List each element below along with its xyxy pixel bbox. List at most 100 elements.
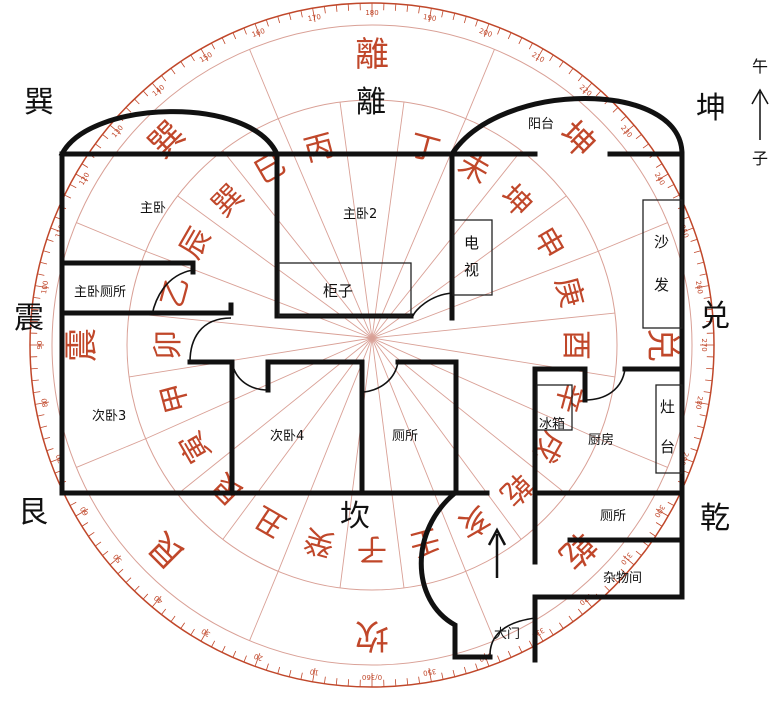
degree-tick	[612, 107, 619, 113]
trigram-label-red: 坤	[551, 114, 603, 166]
degree-tick	[300, 10, 303, 18]
degree-tick	[81, 163, 89, 168]
mountain-label: 辰	[173, 222, 218, 265]
degree-tick	[31, 308, 39, 311]
degree-tick	[672, 194, 680, 199]
legend-north-label: 子	[752, 149, 768, 168]
room-label-master-bedroom-2: 主卧2	[343, 207, 377, 222]
room-label-tv: 视	[464, 261, 479, 279]
mountain-divider-line	[371, 102, 405, 339]
mountain-label: 癸	[300, 521, 338, 563]
door-arc	[363, 361, 399, 393]
degree-tick	[277, 16, 281, 24]
mountain-label: 乾	[493, 466, 539, 512]
degree-tick	[699, 414, 707, 417]
degree-tick	[75, 173, 89, 182]
mountain-label: 申	[526, 222, 571, 265]
mountain-label: 甲	[155, 379, 197, 417]
degree-tick	[43, 250, 51, 254]
degree-tick	[180, 61, 186, 68]
degree-label: 140	[151, 83, 166, 98]
degree-tick	[406, 4, 409, 12]
room-label-master-bedroom: 主卧	[140, 201, 166, 216]
degree-tick	[497, 655, 501, 663]
degree-label: 300	[653, 503, 667, 519]
mountain-divider-line	[129, 337, 373, 378]
degree-tick	[549, 54, 554, 62]
trigram-divider-line	[249, 49, 279, 119]
mountain-label: 亥	[452, 499, 495, 544]
degree-tick	[277, 666, 281, 674]
degree-tick	[180, 622, 186, 629]
degree-tick	[190, 54, 195, 62]
mountain-label: 子	[357, 531, 387, 566]
degree-tick	[577, 75, 583, 82]
degree-tick	[696, 425, 704, 429]
degree-tick	[221, 37, 226, 45]
mountain-divider-line	[371, 312, 615, 339]
degree-label: 120	[78, 171, 92, 187]
degree-tick	[88, 531, 95, 537]
mountain-divider-line	[222, 337, 373, 540]
degree-label: 350	[422, 667, 437, 677]
mountain-divider-line	[339, 102, 373, 339]
degree-tick	[134, 585, 140, 592]
stove-box	[655, 384, 683, 474]
degree-label: 310	[619, 551, 634, 566]
degree-tick	[452, 13, 456, 21]
degree-tick	[35, 401, 50, 405]
trigram-label-red: 兑	[642, 328, 682, 362]
direction-label-xun: 巽	[24, 85, 54, 120]
mountain-divider-line	[371, 337, 467, 572]
degree-tick	[418, 6, 420, 14]
degree-tick	[463, 666, 467, 674]
degree-tick	[642, 541, 649, 547]
mountain-label: 艮	[205, 466, 251, 512]
degree-tick	[254, 653, 261, 667]
room-label-kitchen: 厨房	[588, 432, 614, 448]
degree-tick	[475, 19, 479, 27]
degree-tick	[40, 261, 48, 265]
degree-tick	[699, 273, 707, 276]
sofa-box	[642, 199, 683, 329]
degree-label: 280	[694, 395, 704, 410]
degree-tick	[64, 194, 72, 199]
degree-tick	[694, 401, 709, 405]
degree-tick	[161, 75, 167, 82]
degree-tick	[620, 568, 627, 575]
wall	[187, 359, 459, 496]
degree-tick	[46, 238, 54, 242]
balcony-arch-right	[448, 96, 685, 158]
degree-tick	[46, 448, 54, 452]
degree-tick	[232, 650, 237, 658]
degree-tick	[690, 448, 698, 452]
degree-tick	[232, 32, 237, 40]
degree-tick	[243, 655, 247, 663]
degree-tick	[693, 436, 701, 440]
degree-tick	[221, 645, 226, 653]
degree-label: 100	[40, 280, 50, 295]
mountain-divider-line	[145, 250, 373, 339]
direction-label-li: 離	[356, 85, 386, 120]
degree-tick	[312, 667, 316, 682]
trigram-label-red: 乾	[551, 524, 603, 576]
room-label-balcony: 阳台	[528, 117, 554, 132]
degree-tick	[288, 13, 292, 21]
degree-tick	[568, 615, 574, 622]
room-label-bedroom-4: 次卧4	[270, 428, 304, 444]
wall	[532, 490, 685, 663]
degree-tick	[693, 250, 701, 254]
degree-tick	[35, 285, 50, 289]
trigram-divider-line	[249, 571, 279, 641]
degree-label: 80	[40, 398, 49, 408]
room-label-master-toilet: 主卧厕所	[74, 285, 126, 300]
degree-tick	[109, 124, 121, 135]
degree-tick	[200, 48, 209, 62]
mountain-divider-line	[222, 150, 373, 339]
degree-tick	[170, 68, 176, 75]
degree-label: 220	[578, 83, 593, 98]
degree-tick	[33, 391, 41, 393]
fridge-box	[536, 384, 573, 431]
degree-label: 180	[365, 9, 378, 17]
